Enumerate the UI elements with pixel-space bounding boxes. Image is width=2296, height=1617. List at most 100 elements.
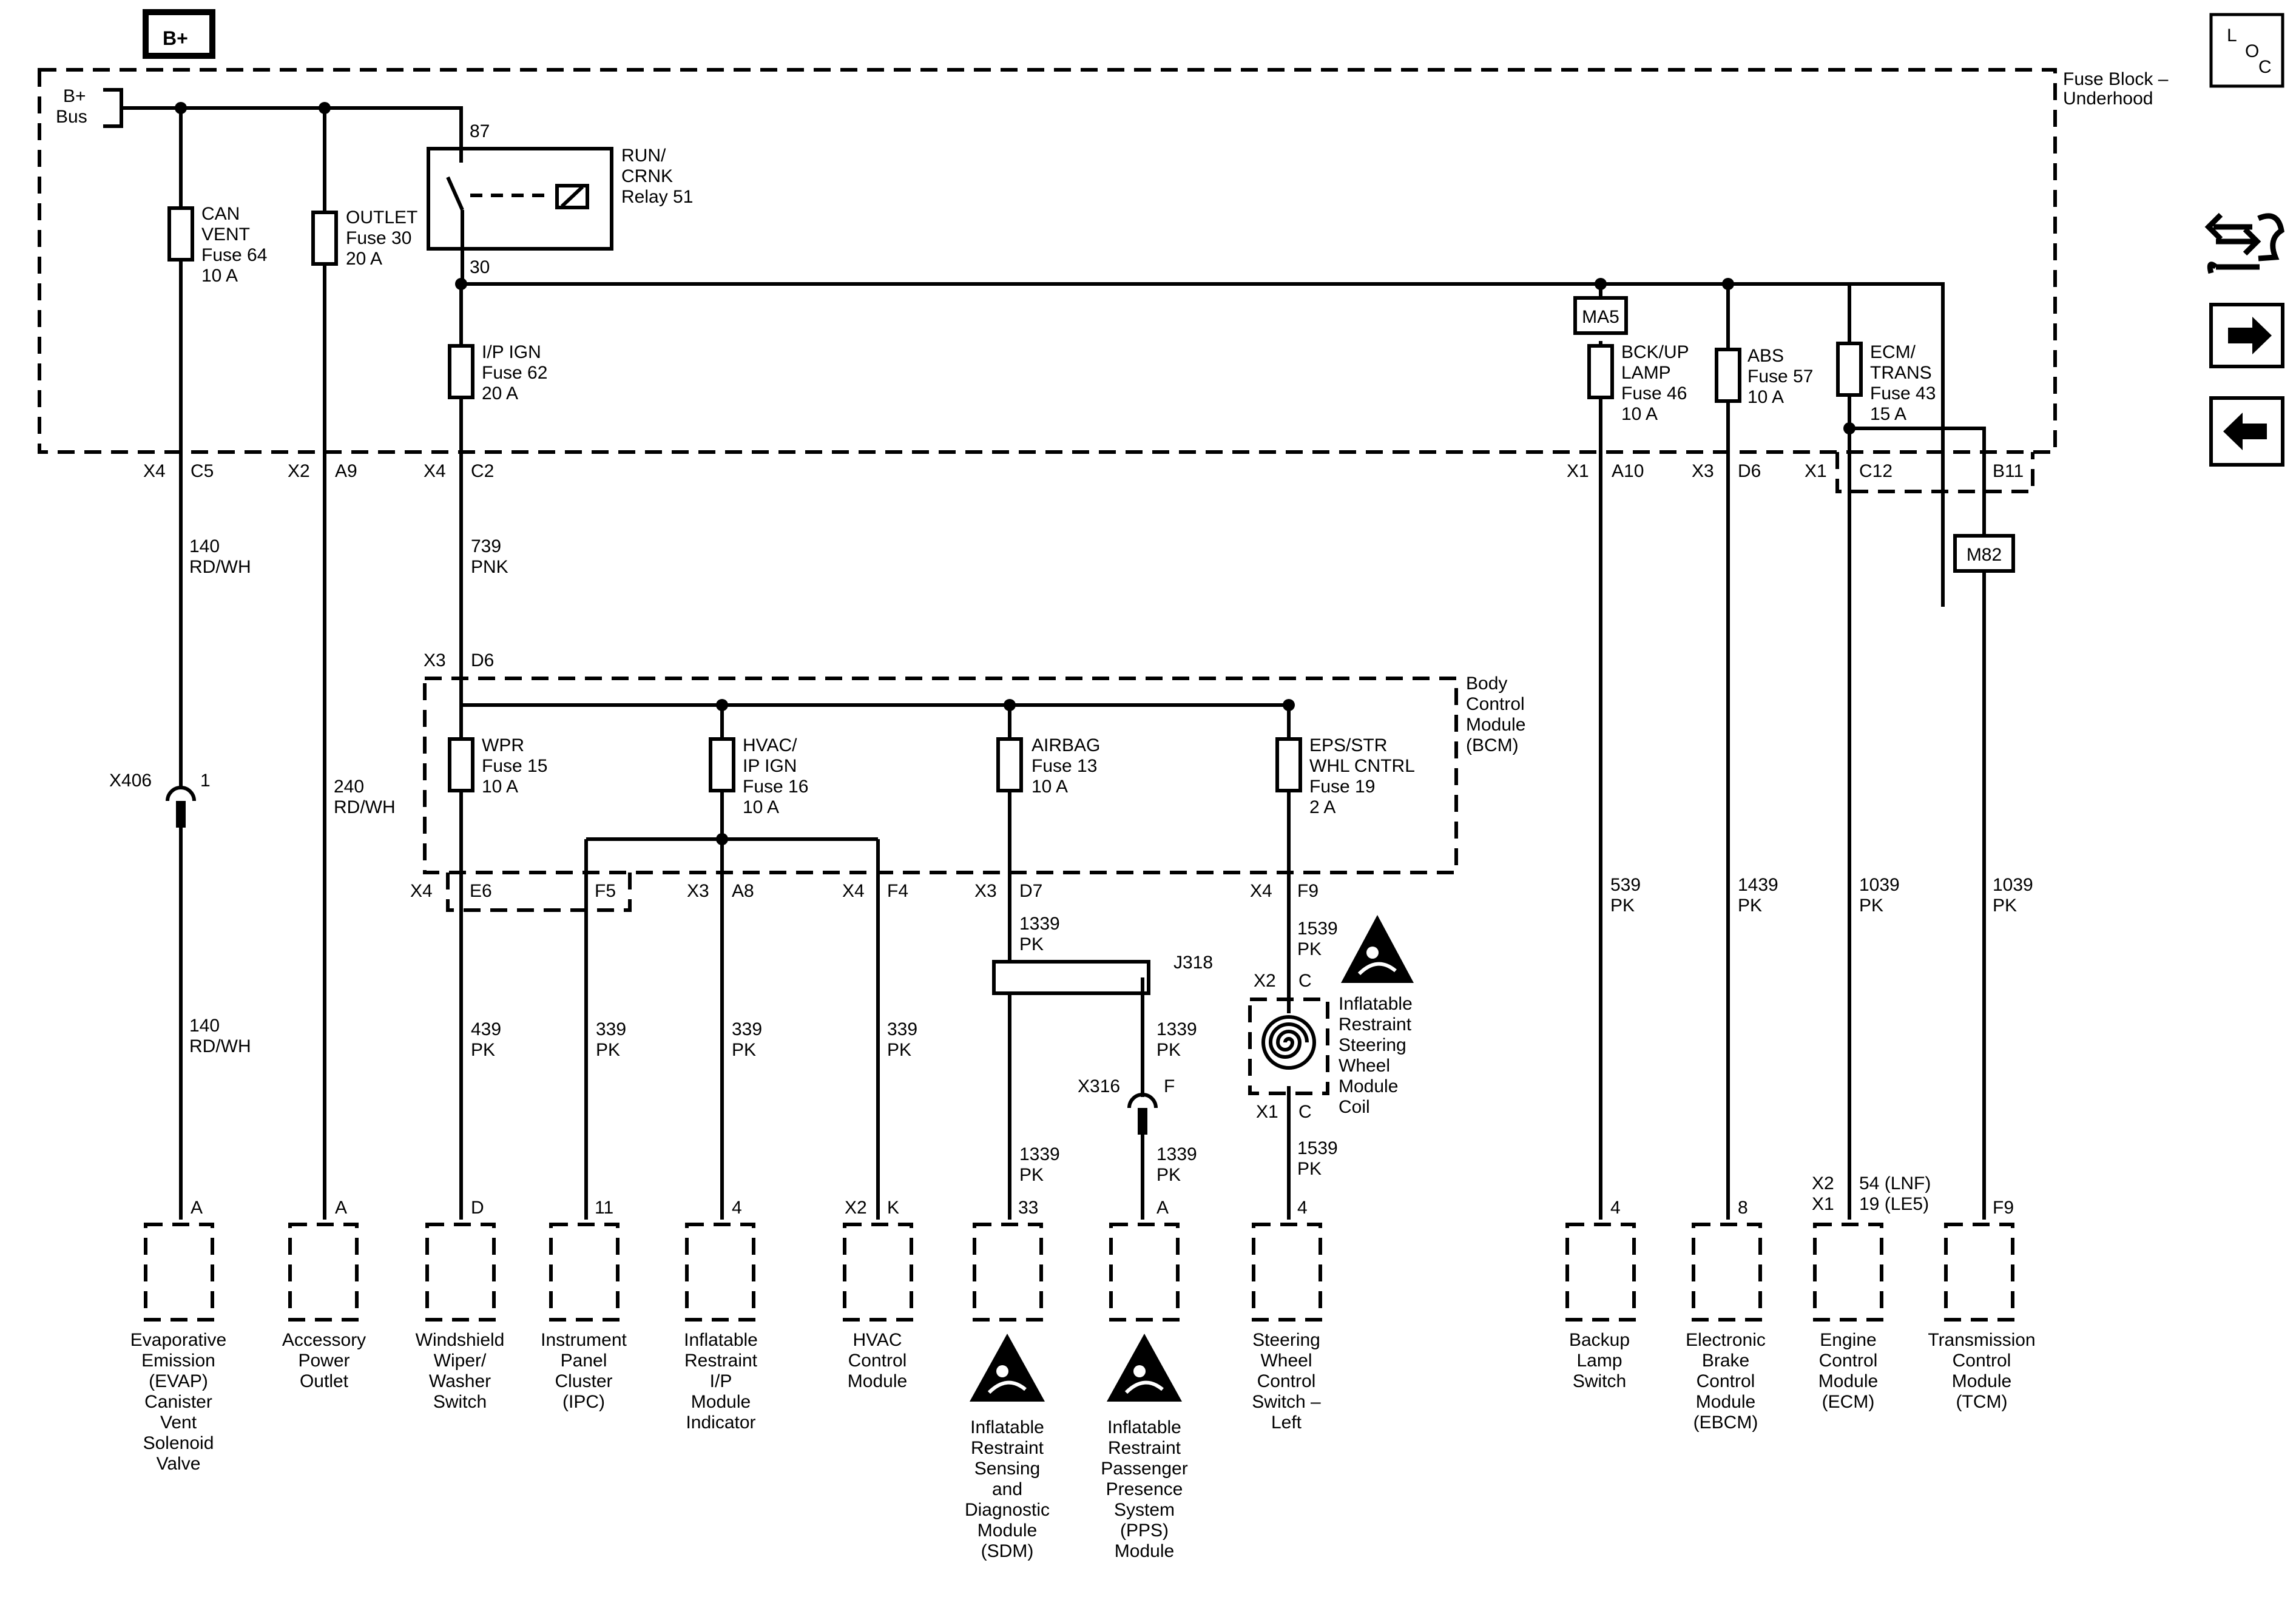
svg-text:X4: X4: [410, 881, 433, 901]
connector-pin-label: D6: [471, 650, 494, 670]
svg-text:Diagnostic: Diagnostic: [965, 1500, 1050, 1520]
svg-text:(SDM): (SDM): [981, 1541, 1034, 1561]
svg-text:Fuse 16: Fuse 16: [743, 777, 808, 797]
svg-text:Wiper/: Wiper/: [434, 1351, 487, 1371]
svg-text:Module: Module: [1115, 1541, 1174, 1561]
svg-text:PK: PK: [1859, 896, 1883, 916]
svg-text:Fuse 30: Fuse 30: [346, 228, 411, 248]
svg-text:Vent: Vent: [160, 1413, 197, 1433]
svg-text:Fuse 13: Fuse 13: [1032, 756, 1097, 776]
svg-text:Module: Module: [691, 1392, 751, 1412]
svg-text:HVAC: HVAC: [853, 1330, 902, 1350]
svg-text:Switch –: Switch –: [1252, 1392, 1321, 1412]
svg-text:Windshield: Windshield: [416, 1330, 505, 1350]
connector-pin-label: X4 C5 X2 A9 X4 C2 X1 A10 X3 D6 X1 C12 B1…: [143, 461, 2024, 481]
svg-text:11: 11: [595, 1198, 613, 1218]
svg-text:Module: Module: [977, 1521, 1037, 1541]
svg-text:Control: Control: [848, 1351, 907, 1371]
svg-text:Left: Left: [1271, 1413, 1302, 1433]
svg-text:PK: PK: [1019, 934, 1044, 954]
airbag-warning-icon: [970, 1334, 1045, 1402]
svg-text:RD/WH: RD/WH: [334, 797, 396, 817]
svg-text:Transmission: Transmission: [1928, 1330, 2035, 1350]
svg-text:Fuse 43: Fuse 43: [1870, 383, 1936, 403]
svg-text:Module: Module: [1339, 1076, 1398, 1096]
svg-text:LAMP: LAMP: [1621, 363, 1671, 383]
svg-text:EPS/STR: EPS/STR: [1309, 735, 1387, 755]
svg-text:C5: C5: [191, 461, 214, 481]
fuse-label: CAN VENT Fuse 64 10 A: [201, 204, 267, 286]
connector-pin-label: X1: [1256, 1102, 1278, 1122]
svg-text:D7: D7: [1019, 881, 1042, 901]
svg-text:PK: PK: [1156, 1040, 1181, 1060]
prev-page-button[interactable]: [2209, 396, 2284, 467]
svg-text:RD/WH: RD/WH: [189, 1036, 251, 1056]
svg-text:PK: PK: [1019, 1165, 1044, 1185]
svg-text:Switch: Switch: [1573, 1371, 1626, 1391]
svg-text:1039: 1039: [1993, 875, 2033, 895]
ecm-pin-label: X2 54 (LNF) X1 19 (LE5): [1812, 1173, 1931, 1214]
svg-text:Coil: Coil: [1339, 1097, 1370, 1117]
svg-text:Inflatable: Inflatable: [1339, 994, 1413, 1014]
svg-text:Passenger: Passenger: [1101, 1459, 1187, 1479]
svg-text:Lamp: Lamp: [1576, 1351, 1622, 1371]
svg-text:(EVAP): (EVAP): [149, 1371, 208, 1391]
svg-text:Fuse 19: Fuse 19: [1309, 777, 1375, 797]
svg-text:Switch: Switch: [433, 1392, 487, 1412]
svg-text:Control: Control: [1466, 694, 1525, 714]
svg-text:OUTLET: OUTLET: [346, 208, 417, 228]
svg-text:PK: PK: [1297, 1159, 1322, 1179]
svg-text:Backup: Backup: [1569, 1330, 1630, 1350]
svg-text:AIRBAG: AIRBAG: [1032, 735, 1100, 755]
svg-text:10 A: 10 A: [1747, 387, 1784, 407]
splice-label: J318: [1173, 953, 1213, 973]
svg-text:8: 8: [1738, 1198, 1748, 1218]
svg-text:140: 140: [189, 536, 220, 556]
svg-text:Steering: Steering: [1339, 1035, 1406, 1055]
svg-text:339: 339: [596, 1019, 626, 1039]
next-page-button[interactable]: [2209, 303, 2284, 368]
svg-text:A: A: [1156, 1198, 1169, 1218]
fuse-block-label: Underhood: [2063, 89, 2153, 109]
svg-text:4: 4: [1610, 1198, 1621, 1218]
loc-icon[interactable]: L O C: [2209, 13, 2284, 88]
svg-text:Washer: Washer: [429, 1371, 491, 1391]
svg-text:X2: X2: [288, 461, 310, 481]
svg-text:4: 4: [732, 1198, 742, 1218]
service-icon[interactable]: [2204, 212, 2284, 274]
svg-text:F9: F9: [1993, 1198, 2014, 1218]
connector-pin-label: X3: [424, 650, 446, 670]
svg-text:X1: X1: [1567, 461, 1589, 481]
svg-text:Control: Control: [1697, 1371, 1755, 1391]
svg-text:Restraint: Restraint: [684, 1351, 758, 1371]
svg-text:F5: F5: [595, 881, 616, 901]
svg-text:739: 739: [471, 536, 501, 556]
component-label: Evaporative Emission (EVAP) Canister Ven…: [130, 1330, 226, 1474]
svg-text:Instrument: Instrument: [541, 1330, 627, 1350]
splice-label: M82: [1967, 545, 2002, 565]
x406-connector: [166, 786, 196, 828]
svg-text:Fuse 46: Fuse 46: [1621, 383, 1687, 403]
svg-text:A10: A10: [1612, 461, 1644, 481]
svg-text:X2: X2: [845, 1198, 867, 1218]
svg-text:1539: 1539: [1297, 919, 1338, 939]
relay-label: CRNK: [621, 166, 673, 186]
svg-text:D: D: [471, 1198, 484, 1218]
svg-text:Fuse 62: Fuse 62: [482, 363, 547, 383]
component-label: Instrument Panel Cluster (IPC): [541, 1330, 627, 1412]
svg-text:Power: Power: [298, 1351, 349, 1371]
connector-pin-label: X4 E6 F5 X3 A8 X4 F4 X3 D7 X4 F9: [410, 881, 1319, 901]
bus-label: Bus: [56, 107, 87, 127]
svg-text:Inflatable: Inflatable: [684, 1330, 758, 1350]
svg-text:O: O: [2245, 41, 2259, 61]
svg-text:X4: X4: [143, 461, 166, 481]
svg-text:F4: F4: [887, 881, 908, 901]
svg-text:K: K: [887, 1198, 899, 1218]
svg-text:10 A: 10 A: [743, 797, 779, 817]
svg-text:Module: Module: [1952, 1371, 2011, 1391]
svg-text:PK: PK: [1610, 896, 1635, 916]
svg-text:WPR: WPR: [482, 735, 524, 755]
relay-label: RUN/: [621, 146, 666, 166]
svg-text:PK: PK: [1297, 939, 1322, 959]
